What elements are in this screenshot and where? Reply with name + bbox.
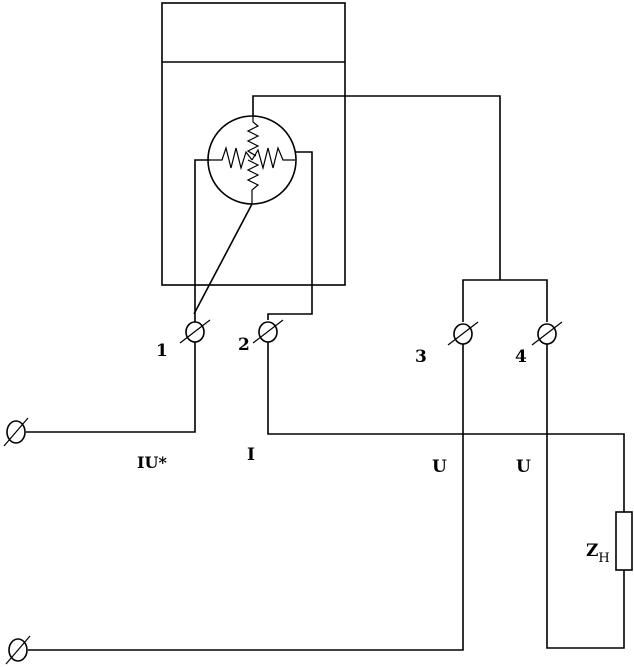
terminal-4-label: 4 [515, 347, 527, 367]
meter-housing [161, 2, 346, 286]
external-wiring [26, 342, 625, 651]
input-terminal-bottom-icon [5, 635, 31, 665]
terminal-1-label: 1 [156, 341, 168, 361]
u-left-label: U [432, 457, 447, 477]
terminal-3-icon [447, 321, 479, 346]
input-terminal-top-icon [3, 417, 29, 447]
load-label-main: Z [586, 541, 598, 561]
voltage-bus [462, 279, 548, 322]
terminal-4-icon [531, 321, 563, 346]
u-right-label: U [516, 457, 531, 477]
terminal-2-icon [252, 319, 284, 344]
load-resistor-icon [615, 511, 633, 571]
internal-wiring [193, 95, 501, 322]
i-label: I [247, 445, 255, 465]
load-label: ZH [586, 541, 610, 566]
terminal-2-label: 2 [238, 335, 250, 355]
iu-star-label: IU* [137, 453, 167, 472]
terminal-3-label: 3 [415, 347, 427, 367]
terminal-1-icon [179, 319, 211, 344]
load-label-sub: H [598, 551, 609, 566]
meter-mechanism-icon [207, 115, 297, 205]
